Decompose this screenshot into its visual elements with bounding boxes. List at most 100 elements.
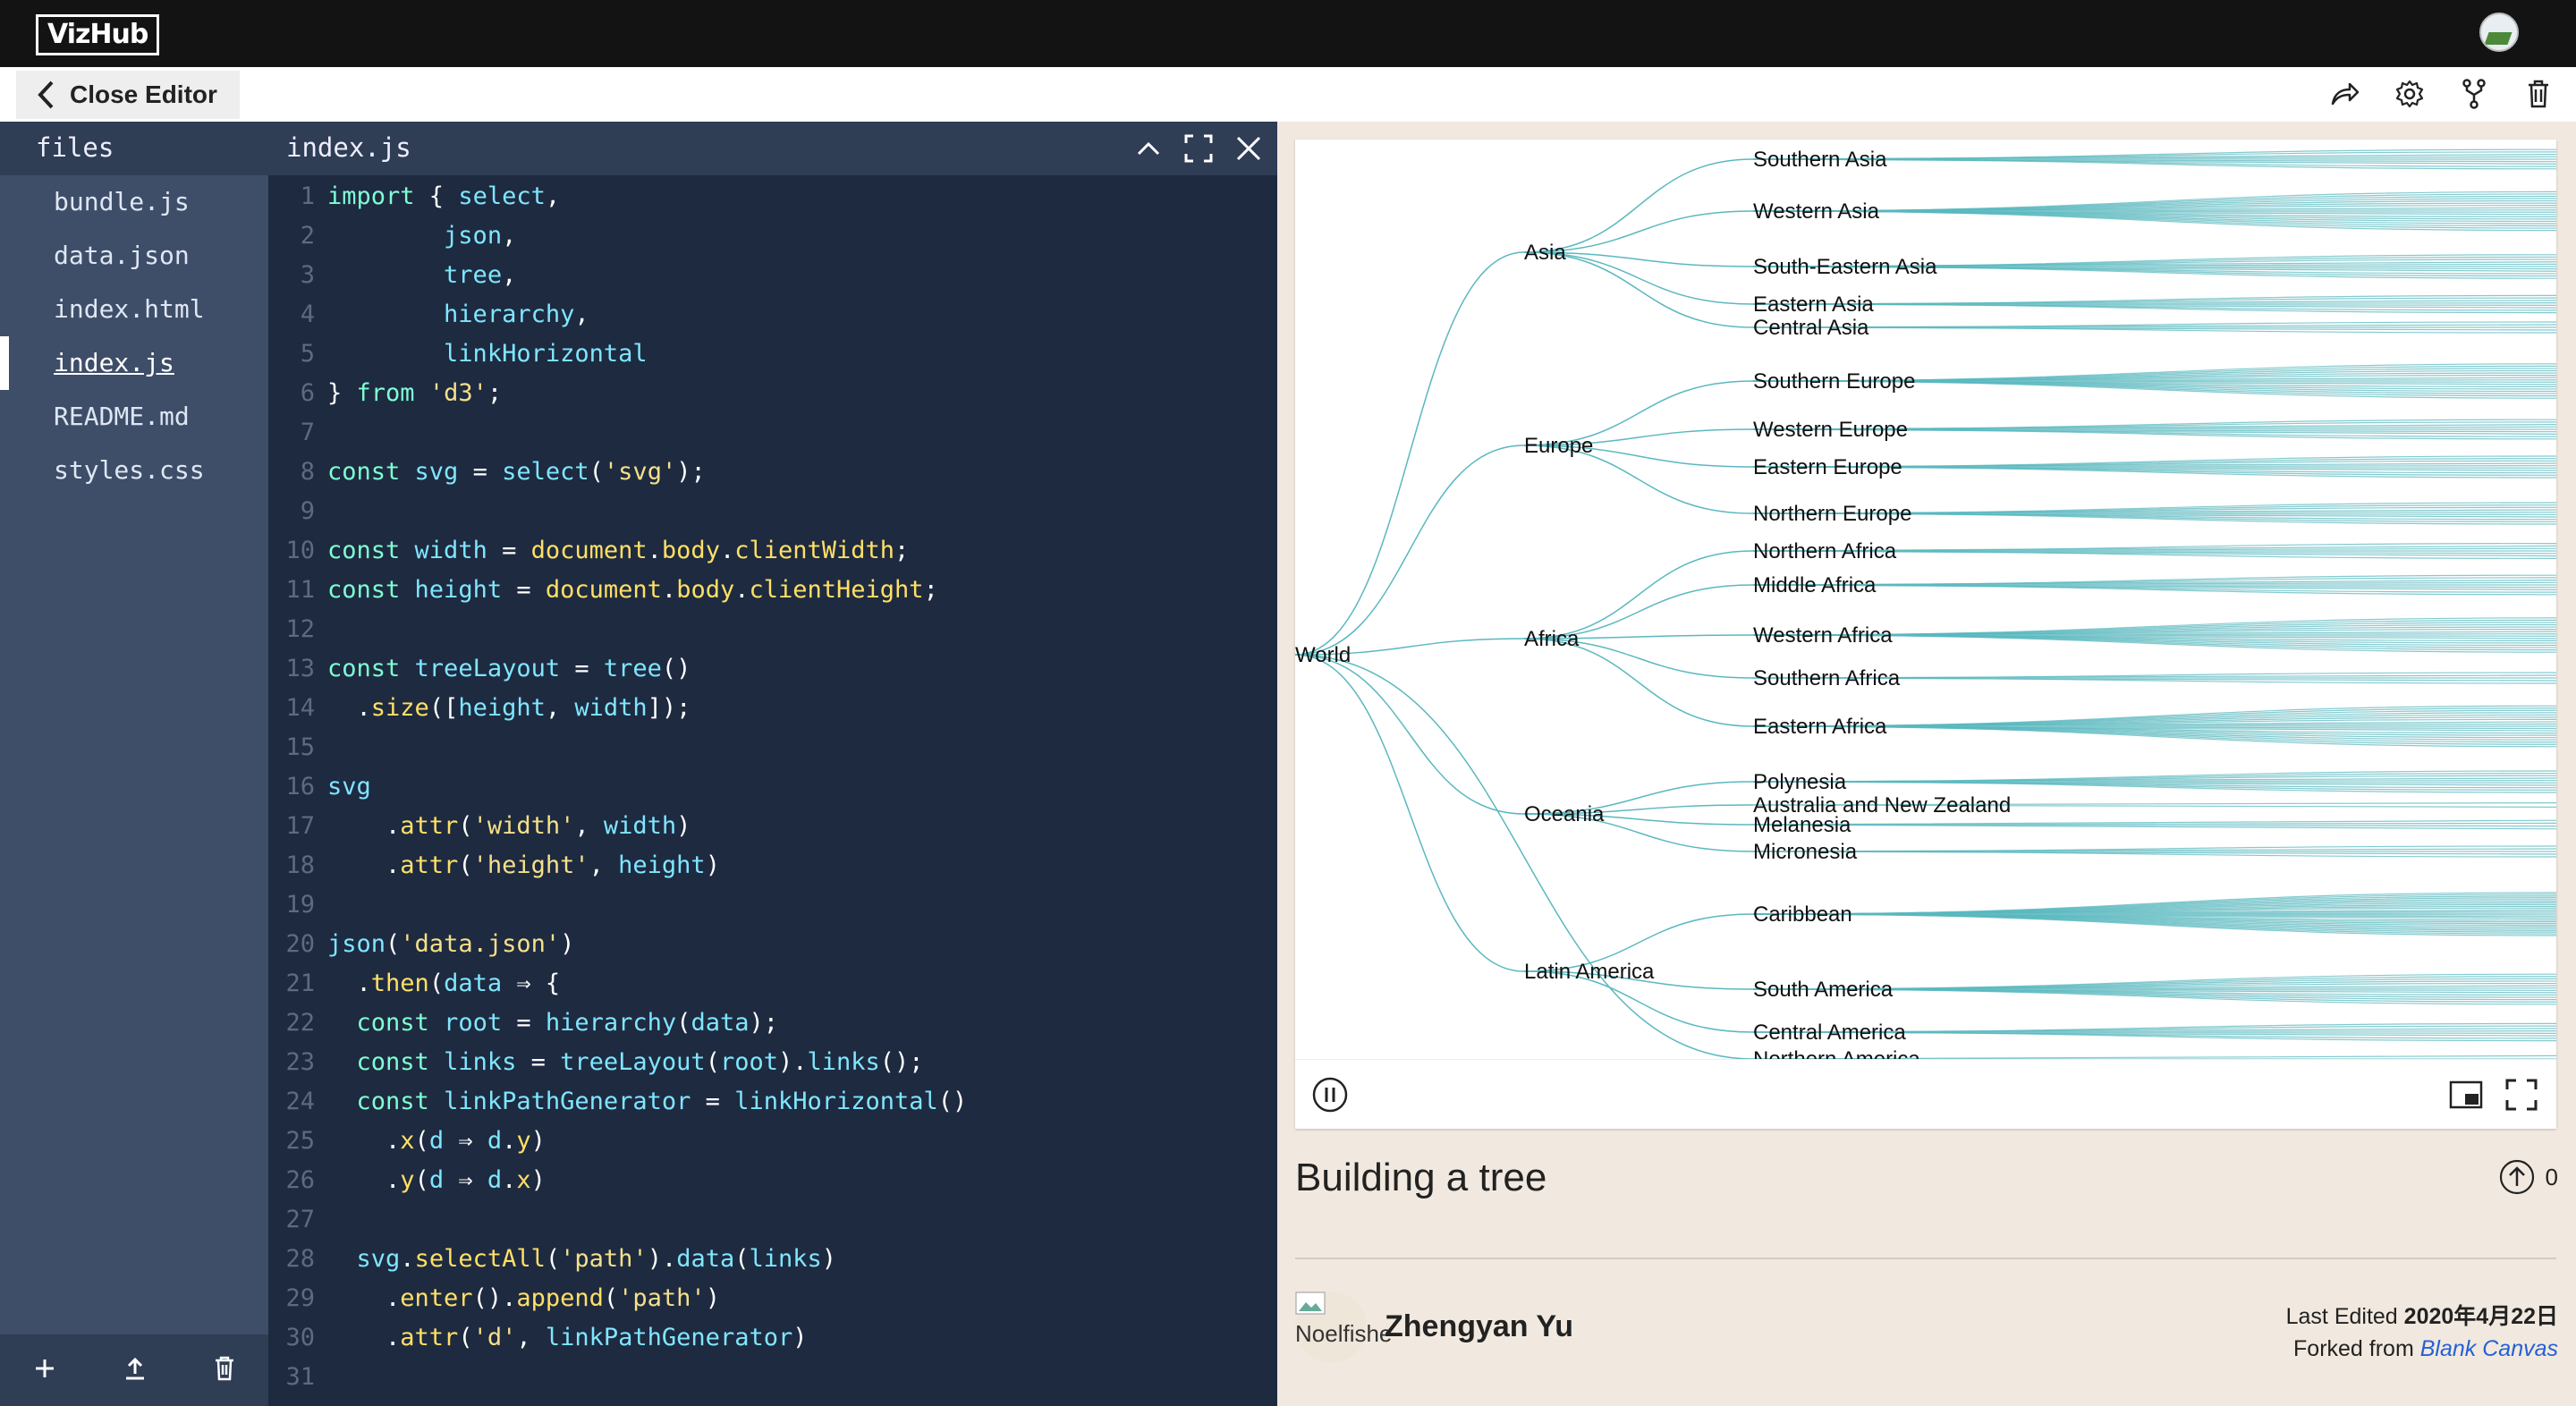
gear-icon[interactable] (2390, 74, 2429, 114)
forked-from-link[interactable]: Blank Canvas (2419, 1336, 2558, 1361)
tree-link (1752, 380, 2556, 399)
code-line[interactable]: 24 const linkPathGenerator = linkHorizon… (268, 1082, 1277, 1122)
code-line[interactable]: 22 const root = hierarchy(data); (268, 1004, 1277, 1043)
viz-fullscreen-icon[interactable] (2503, 1076, 2540, 1118)
user-avatar[interactable] (2479, 13, 2519, 52)
code-text: json('data.json') (327, 930, 575, 958)
tree-node-region: Eastern Asia (1753, 292, 1874, 317)
author-name[interactable]: Zhengyan Yu (1385, 1309, 1573, 1343)
vizhub-logo[interactable]: VizHub (36, 14, 160, 55)
code-text: const links = treeLayout(root).links(); (356, 1048, 924, 1076)
code-text: .attr('width', width) (327, 812, 691, 840)
line-number: 30 (285, 1324, 315, 1351)
file-item-index-js[interactable]: index.js (0, 336, 268, 390)
tree-link (1523, 251, 1754, 305)
tree-node-region: South America (1753, 978, 1894, 1002)
tree-link (1295, 654, 1525, 815)
upvote-button[interactable]: 0 (2499, 1159, 2558, 1195)
line-number: 13 (285, 655, 315, 682)
code-editor: index.js 1 import { select, 2 json,3 tree,… (268, 122, 1277, 1406)
code-line[interactable]: 25 .x(d ⇒ d.y) (268, 1122, 1277, 1161)
tree-node-region: Southern Europe (1753, 369, 1915, 394)
tree-node-continent: Asia (1524, 241, 1566, 265)
file-item-data-json[interactable]: data.json (54, 241, 190, 270)
code-line[interactable]: 12 (268, 610, 1277, 649)
tree-link (1752, 725, 2556, 748)
code-text: const treeLayout = tree() (327, 655, 691, 682)
tree-link (1752, 677, 2556, 684)
tree-link (1295, 638, 1525, 656)
code-line[interactable]: 26 .y(d ⇒ d.x) (268, 1161, 1277, 1200)
code-line[interactable]: 13 const treeLayout = tree() (268, 649, 1277, 689)
code-line[interactable]: 14 .size([height, width]); (268, 689, 1277, 728)
code-line[interactable]: 23 const links = treeLayout(root).links(… (268, 1043, 1277, 1082)
code-line[interactable]: 19 (268, 885, 1277, 925)
code-area[interactable]: 1 import { select, 2 json,3 tree,4 hierarc… (268, 177, 1277, 1397)
add-file-icon[interactable] (33, 1357, 56, 1385)
code-line[interactable]: 17 .attr('width', width) (268, 807, 1277, 846)
tree-node-continent: Oceania (1524, 802, 1605, 826)
code-line[interactable]: 5 linkHorizontal (268, 335, 1277, 374)
code-line[interactable]: 1 import { select, (268, 177, 1277, 216)
tree-link (1752, 988, 2556, 1005)
fullscreen-icon[interactable] (1179, 129, 1218, 173)
line-number: 14 (285, 694, 315, 722)
code-line[interactable]: 7 (268, 413, 1277, 453)
viz-controls (1295, 1059, 2556, 1130)
tree-link (1752, 804, 2556, 808)
file-item-styles-css[interactable]: styles.css (54, 455, 205, 485)
code-line[interactable]: 15 (268, 728, 1277, 767)
code-text: } from 'd3'; (327, 379, 503, 407)
upvote-count: 0 (2545, 1163, 2558, 1190)
tree-link (1523, 445, 1754, 514)
tree-node-region: Central America (1753, 1021, 1906, 1045)
code-line[interactable]: 30 .attr('d', linkPathGenerator) (268, 1318, 1277, 1358)
close-editor-button[interactable]: Close Editor (16, 71, 240, 119)
code-line[interactable]: 3 tree, (268, 256, 1277, 295)
share-icon[interactable] (2326, 74, 2365, 114)
tree-link (1752, 824, 2556, 827)
files-title: files (36, 132, 114, 163)
line-number: 20 (285, 930, 315, 958)
code-line[interactable]: 27 (268, 1200, 1277, 1240)
line-number: 1 (300, 182, 315, 210)
code-line[interactable]: 6 } from 'd3'; (268, 374, 1277, 413)
tree-node-region: Northern Africa (1753, 539, 1897, 563)
line-number: 27 (285, 1206, 315, 1233)
chevron-up-icon[interactable] (1129, 129, 1168, 173)
file-item-readme-md[interactable]: README.md (54, 402, 190, 431)
code-text: .enter().append('path') (327, 1284, 720, 1312)
fork-icon[interactable] (2454, 74, 2494, 114)
code-line[interactable]: 20 json('data.json') (268, 925, 1277, 964)
file-item-bundle-js[interactable]: bundle.js (54, 187, 190, 216)
code-line[interactable]: 21 .then(data ⇒ { (268, 964, 1277, 1004)
code-text: import { select, (327, 182, 561, 210)
tree-link (1752, 634, 2556, 653)
trash-icon[interactable] (2519, 74, 2558, 114)
code-line[interactable]: 9 (268, 492, 1277, 531)
code-line[interactable]: 31 (268, 1358, 1277, 1397)
code-text: const height = document.body.clientHeigh… (327, 576, 938, 604)
upload-icon[interactable] (123, 1356, 147, 1385)
line-number: 6 (300, 379, 315, 407)
code-line[interactable]: 18 .attr('height', height) (268, 846, 1277, 885)
code-line[interactable]: 28 svg.selectAll('path').data(links) (268, 1240, 1277, 1279)
code-line[interactable]: 29 .enter().append('path') (268, 1279, 1277, 1318)
code-line[interactable]: 4 hierarchy, (268, 295, 1277, 335)
line-number: 19 (285, 891, 315, 919)
mini-mode-icon[interactable] (2447, 1076, 2485, 1118)
line-number: 31 (285, 1363, 315, 1391)
code-line[interactable]: 2 json, (268, 216, 1277, 256)
file-item-index-html[interactable]: index.html (54, 294, 205, 324)
line-number: 28 (285, 1245, 315, 1273)
tree-link (1752, 781, 2556, 793)
author-avatar[interactable]: Noelfishe (1295, 1292, 1392, 1363)
close-icon[interactable] (1229, 129, 1268, 173)
editor-tab[interactable]: index.js (286, 132, 411, 163)
delete-file-icon[interactable] (214, 1356, 235, 1385)
pause-icon[interactable] (1311, 1076, 1349, 1118)
